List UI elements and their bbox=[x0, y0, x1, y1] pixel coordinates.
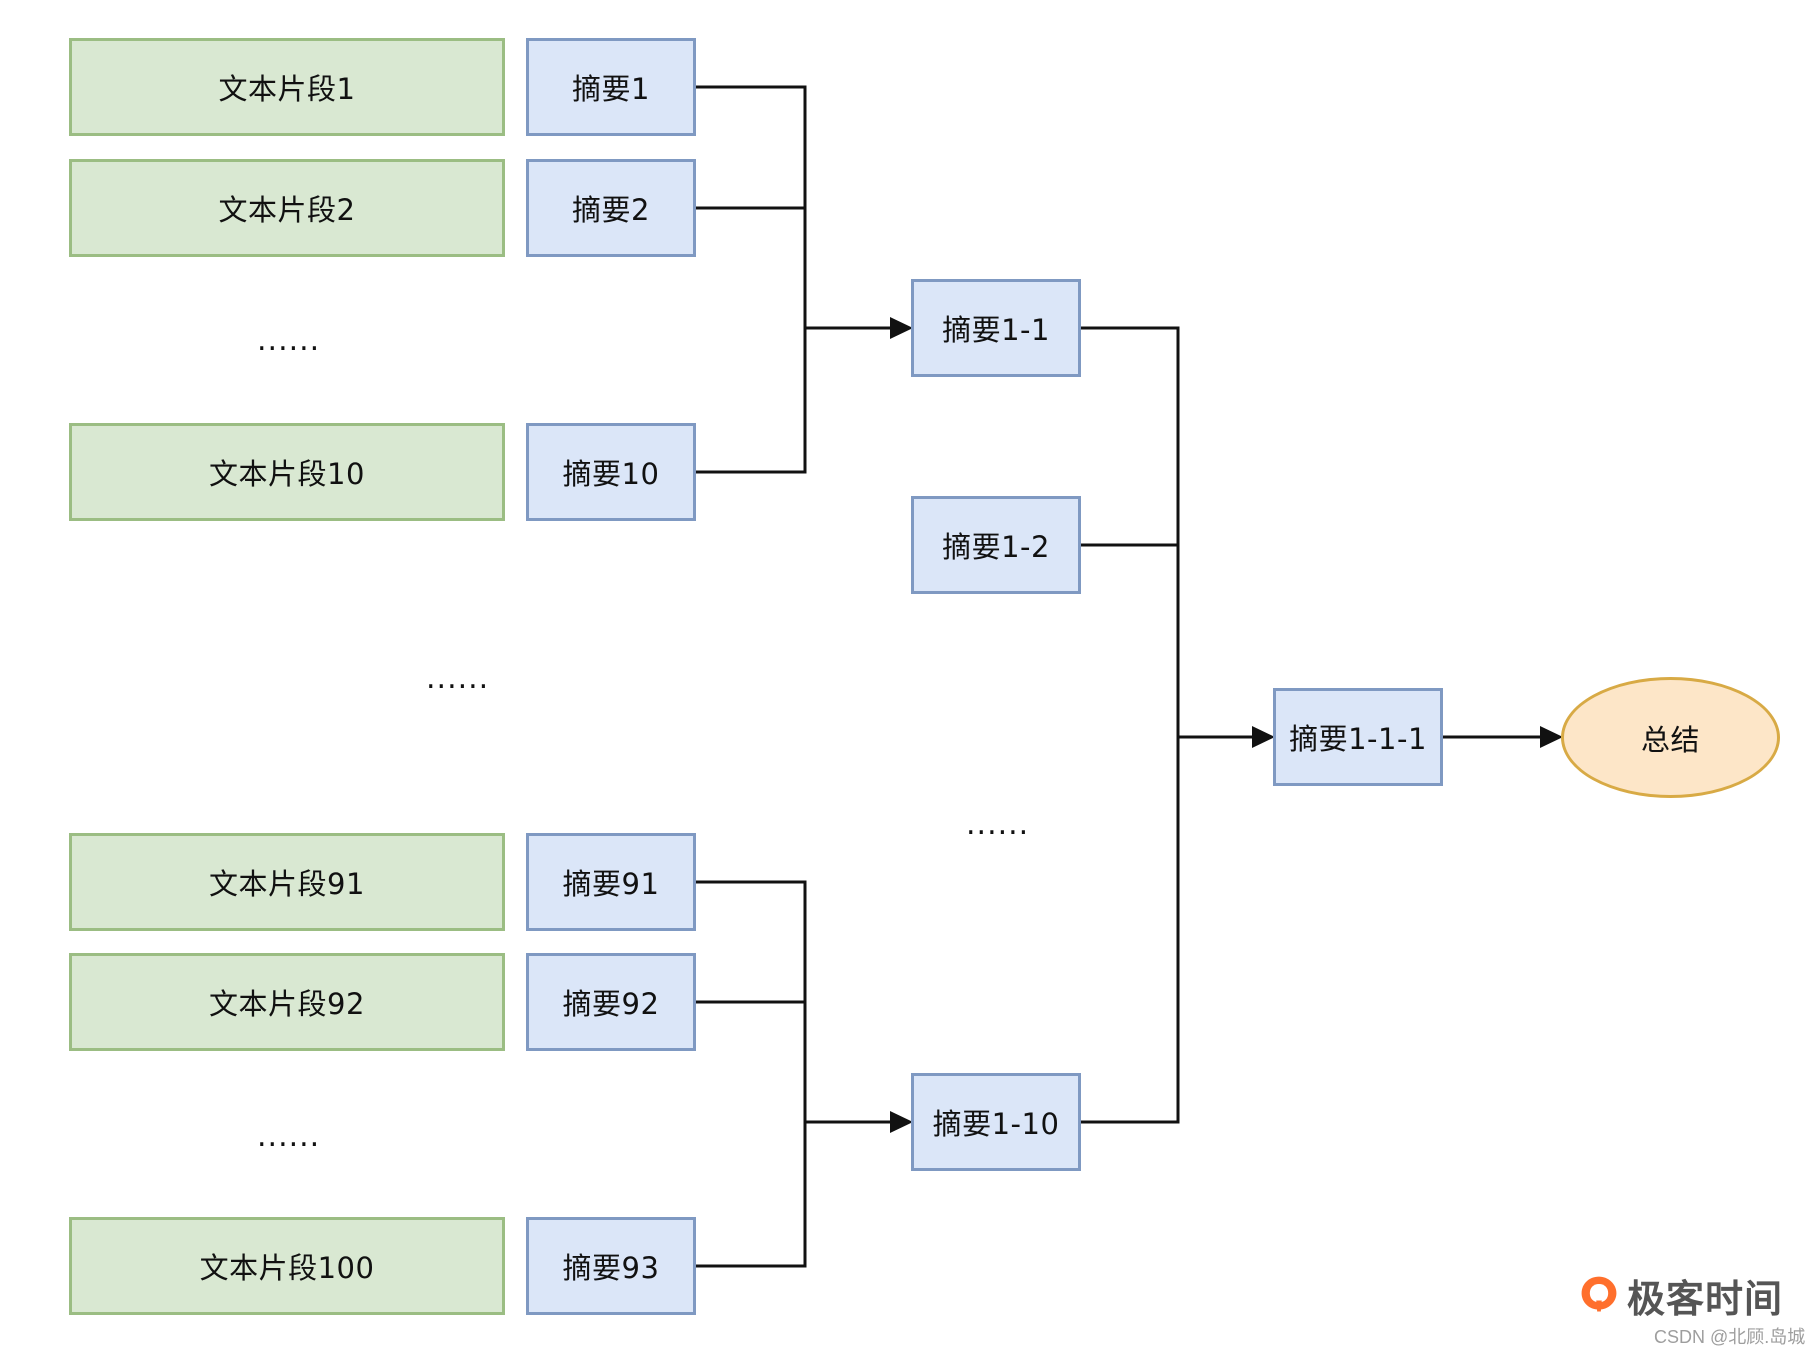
connector-summary93-to-summary1-10 bbox=[695, 1122, 807, 1268]
arrowhead-summary1-1-1 bbox=[1252, 726, 1275, 748]
geektime-logo-icon bbox=[1581, 1276, 1617, 1312]
arrowhead-summary1-10 bbox=[890, 1111, 913, 1133]
summary-1-10: 摘要1-10 bbox=[911, 1073, 1081, 1171]
chunk-10: 文本片段10 bbox=[69, 423, 505, 521]
summary-1-1-1: 摘要1-1-1 bbox=[1273, 688, 1443, 786]
arrowhead-final-summary bbox=[1540, 726, 1563, 748]
connector-summary10-to-summary1-1 bbox=[695, 328, 807, 474]
summary-1-2: 摘要1-2 bbox=[911, 496, 1081, 594]
summary-1: 摘要1 bbox=[526, 38, 696, 136]
summary-93: 摘要93 bbox=[526, 1217, 696, 1315]
ellipsis-middle: ...... bbox=[426, 661, 490, 696]
summary-1-1: 摘要1-1 bbox=[911, 279, 1081, 377]
summary-91: 摘要91 bbox=[526, 833, 696, 931]
chunk-91: 文本片段91 bbox=[69, 833, 505, 931]
csdn-watermark: CSDN @北顾.岛城 bbox=[1654, 1327, 1806, 1347]
ellipsis-group-1: ...... bbox=[257, 323, 321, 358]
connector-summary1-1-to-summary1-1-1 bbox=[1081, 326, 1255, 739]
connector-summary1-10-to-summary1-1-1 bbox=[1081, 737, 1180, 1124]
chunk-1: 文本片段1 bbox=[69, 38, 505, 136]
geektime-brand: 极客时间 bbox=[1577, 1267, 1783, 1323]
chunk-92: 文本片段92 bbox=[69, 953, 505, 1051]
summary-92: 摘要92 bbox=[526, 953, 696, 1051]
chunk-100: 文本片段100 bbox=[69, 1217, 505, 1315]
arrowhead-summary1-1 bbox=[890, 317, 913, 339]
chunk-2: 文本片段2 bbox=[69, 159, 505, 257]
geektime-logo-text: 极客时间 bbox=[1627, 1276, 1784, 1321]
ellipsis-group-2: ...... bbox=[257, 1119, 321, 1154]
summary-2: 摘要2 bbox=[526, 159, 696, 257]
summary-10: 摘要10 bbox=[526, 423, 696, 521]
final-summary: 总结 bbox=[1561, 677, 1780, 798]
ellipsis-level-2: ...... bbox=[966, 807, 1030, 842]
